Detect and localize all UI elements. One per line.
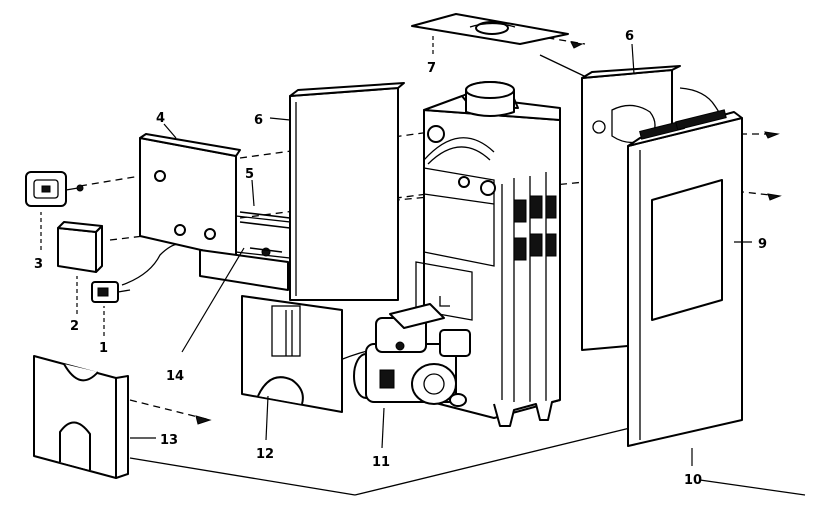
part-label-10: 10 (684, 473, 702, 488)
top-flue-plate (411, 13, 569, 45)
lower-access-panel (241, 295, 343, 413)
base-panel (33, 355, 129, 479)
part-label-13: 13 (160, 433, 178, 448)
control-panel (139, 133, 291, 291)
part-label-4: 4 (156, 111, 165, 126)
control-box (25, 171, 84, 207)
part-label-6-left: 6 (254, 113, 263, 128)
part-labels: 3 2 1 4 5 6 6 7 9 10 11 12 13 14 (34, 29, 767, 488)
part-label-6-right: 6 (625, 29, 634, 44)
part-label-2: 2 (70, 319, 79, 334)
part-label-12: 12 (256, 447, 274, 462)
part-label-14: 14 (166, 369, 184, 384)
burner-assembly (353, 303, 471, 407)
part-label-5: 5 (245, 167, 254, 182)
part-label-11: 11 (372, 455, 390, 470)
leader-lines (40, 36, 752, 466)
part-label-9: 9 (758, 237, 767, 252)
side-panel-left (289, 82, 405, 301)
switch (91, 281, 131, 303)
front-panel (627, 111, 743, 447)
part-label-1: 1 (99, 341, 108, 356)
fasteners (195, 41, 782, 425)
part-label-3: 3 (34, 257, 43, 272)
relay-block (57, 221, 103, 273)
part-label-7: 7 (427, 61, 436, 76)
